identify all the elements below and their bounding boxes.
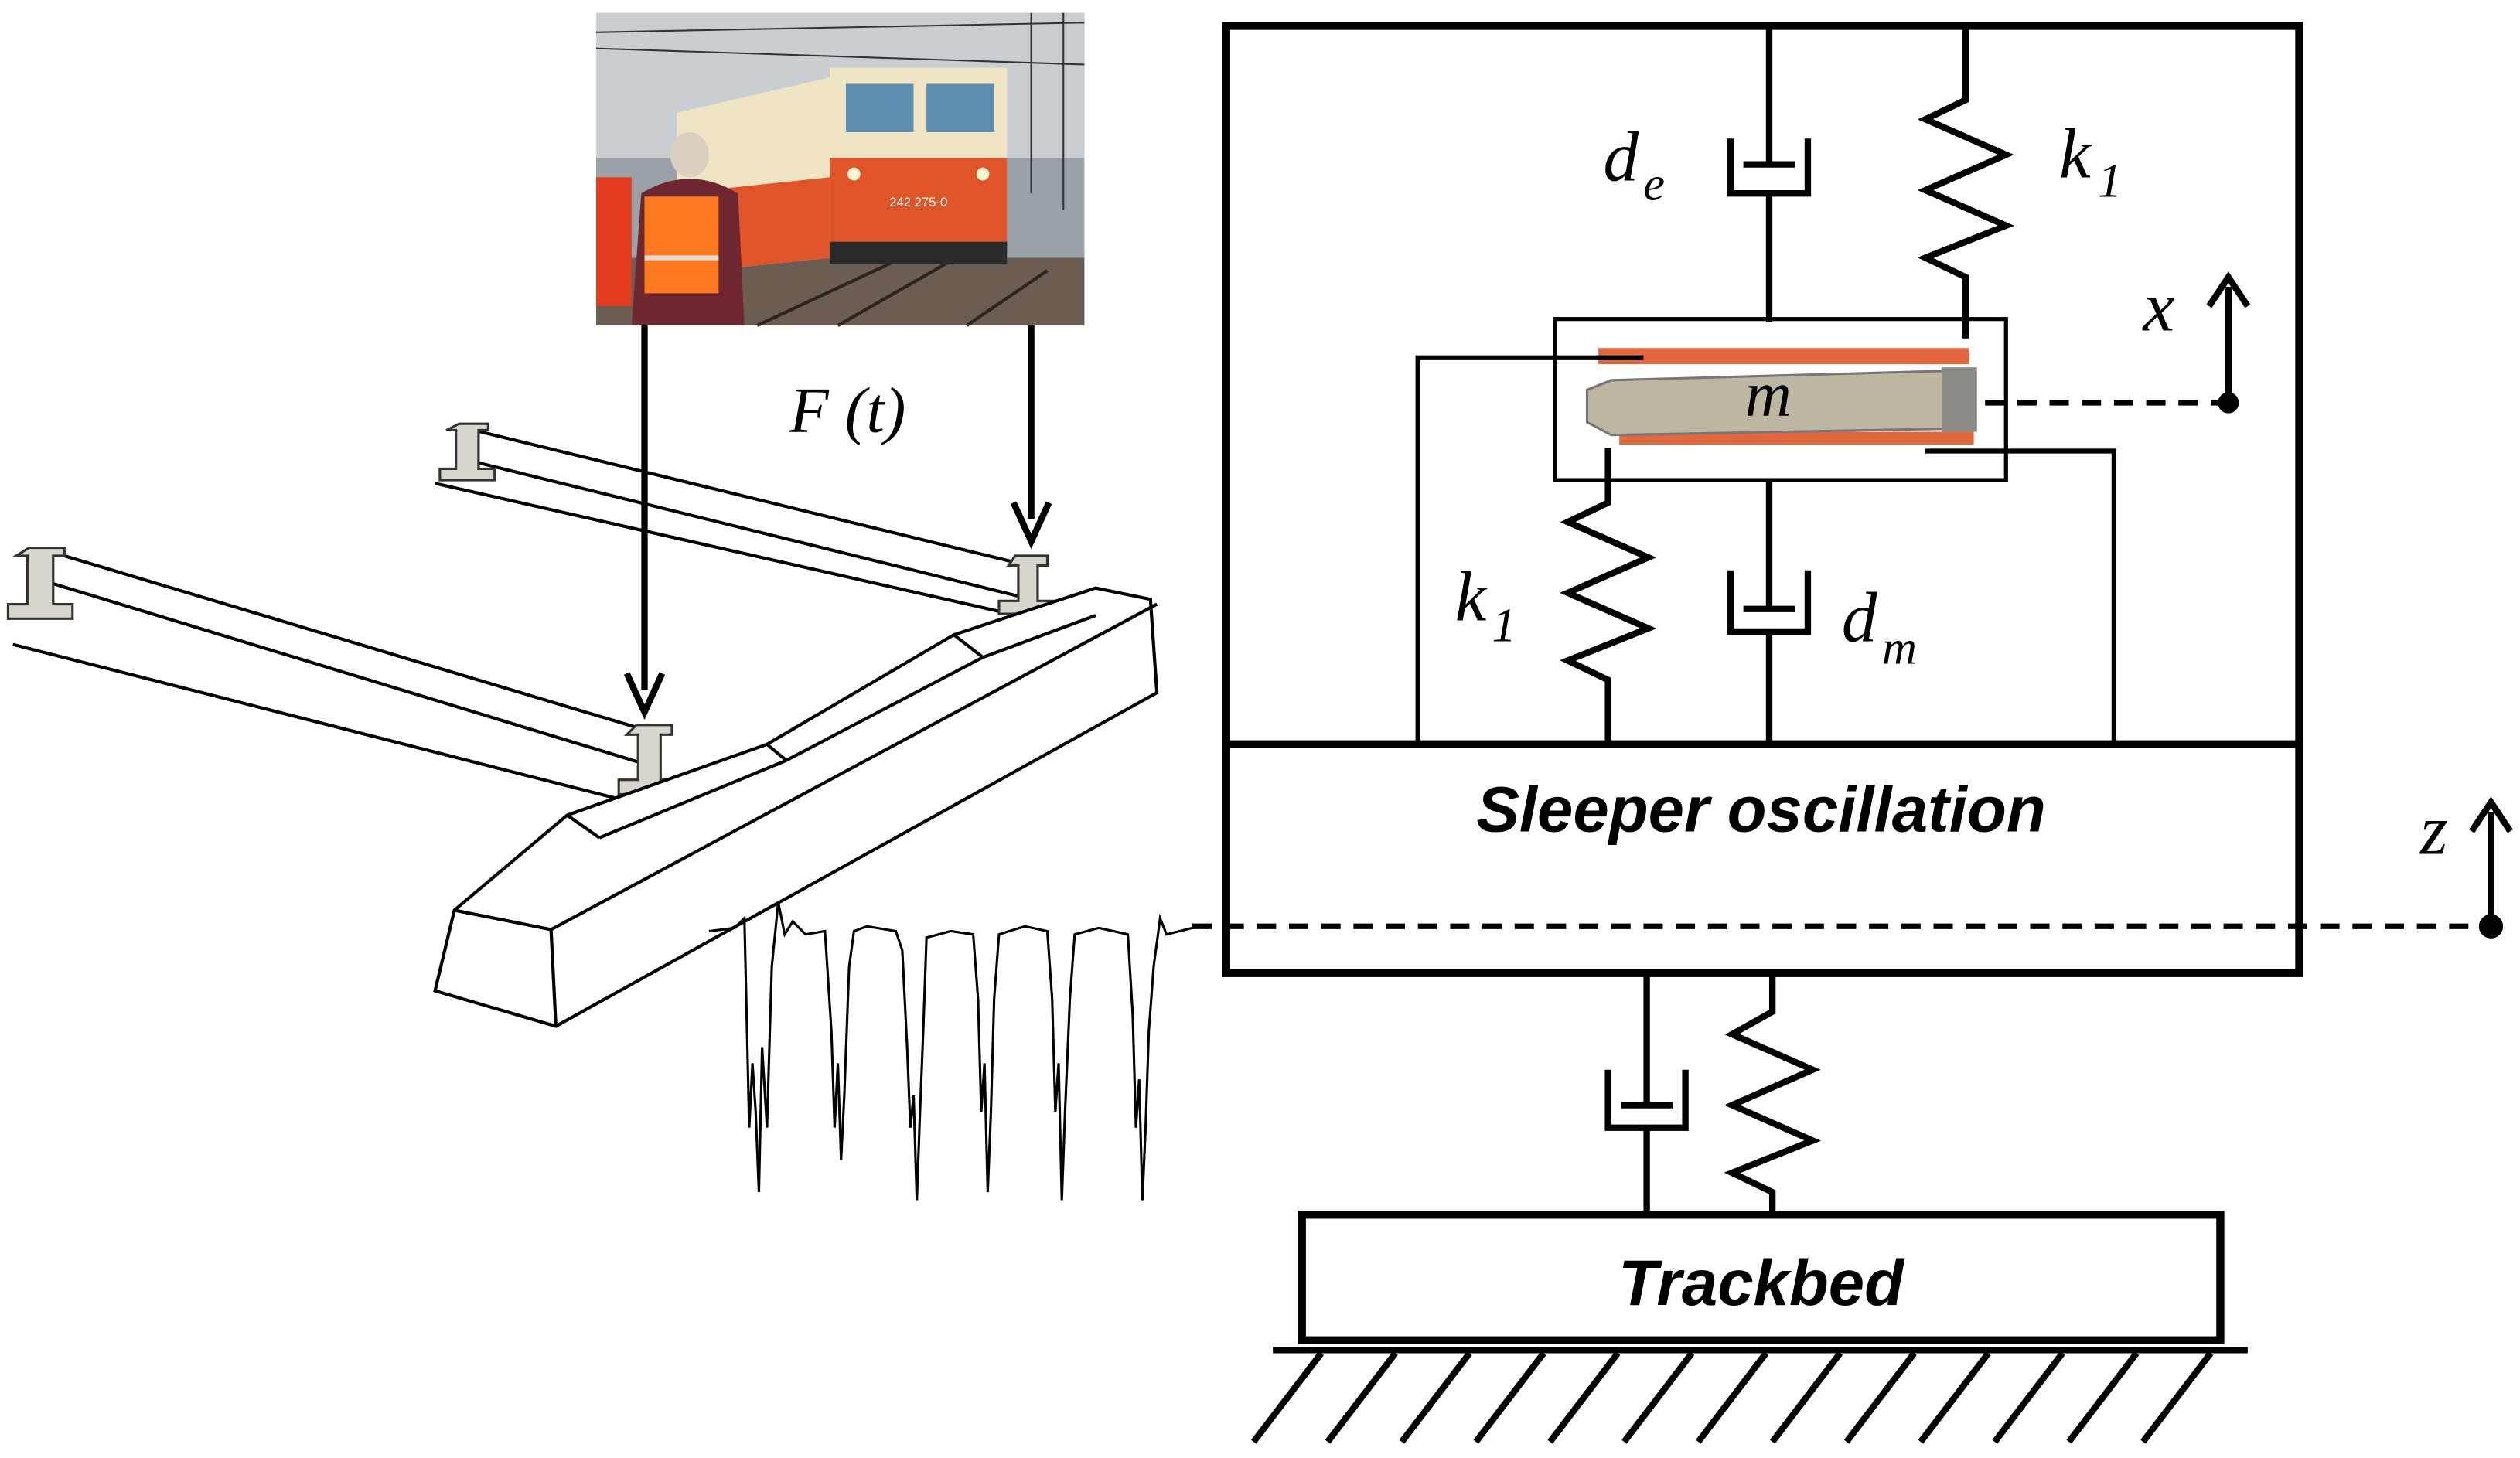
trackbed-spring — [1724, 976, 1821, 1215]
rail-far — [435, 427, 1035, 621]
vibration-signal-trace — [708, 901, 1193, 1201]
z-label: z — [2419, 790, 2448, 869]
x-displacement-indicator — [1985, 271, 2251, 414]
sleeper-block — [433, 586, 1159, 1028]
force-label: F (t) — [789, 376, 905, 447]
spring-k1-top-sub: 1 — [2098, 153, 2122, 207]
rail-near-profile — [6, 547, 74, 620]
z-displacement-indicator — [1192, 796, 2513, 939]
mass-label: m — [1745, 359, 1792, 431]
damper-dm — [1727, 480, 1812, 741]
inner-frame — [1415, 355, 2117, 741]
spring-k1-top — [1917, 29, 2015, 339]
sleeper-oscillation-label: Sleeper oscillation — [1476, 773, 2045, 845]
rail-near — [12, 549, 661, 807]
trackbed-label: Trackbed — [1618, 1247, 1905, 1319]
damper-de-sub: e — [1643, 156, 1665, 210]
rail-track-drawing — [6, 422, 1159, 1028]
spring-k1-bottom — [1560, 448, 1657, 741]
locomotive-number: 242 275-0 — [889, 195, 947, 210]
rail-far-profile — [438, 422, 496, 482]
outer-frame — [1222, 22, 2303, 977]
magnet-plate-bottom — [1619, 431, 1974, 445]
ground-hatching — [1250, 1347, 2248, 1444]
damper-de — [1727, 29, 1812, 322]
force-arrows — [623, 322, 1052, 720]
spring-k1-bottom-label: k — [1455, 557, 1488, 635]
x-label: x — [2141, 267, 2174, 346]
locomotive-photo: 242 275-0 — [595, 12, 1085, 327]
damper-dm-label: d — [1842, 577, 1878, 656]
spring-k1-bottom-sub: 1 — [1492, 598, 1516, 652]
trackbed-block — [1298, 1211, 2225, 1344]
spring-k1-top-label: k — [2059, 114, 2092, 192]
magnet-plate-top — [1598, 348, 1969, 365]
mechanical-model — [1222, 22, 2303, 977]
mass-assembly: m — [1553, 317, 2008, 482]
trackbed-damper — [1604, 976, 1689, 1215]
damper-dm-sub: m — [1882, 621, 1917, 675]
damper-de-label: d — [1603, 117, 1639, 196]
